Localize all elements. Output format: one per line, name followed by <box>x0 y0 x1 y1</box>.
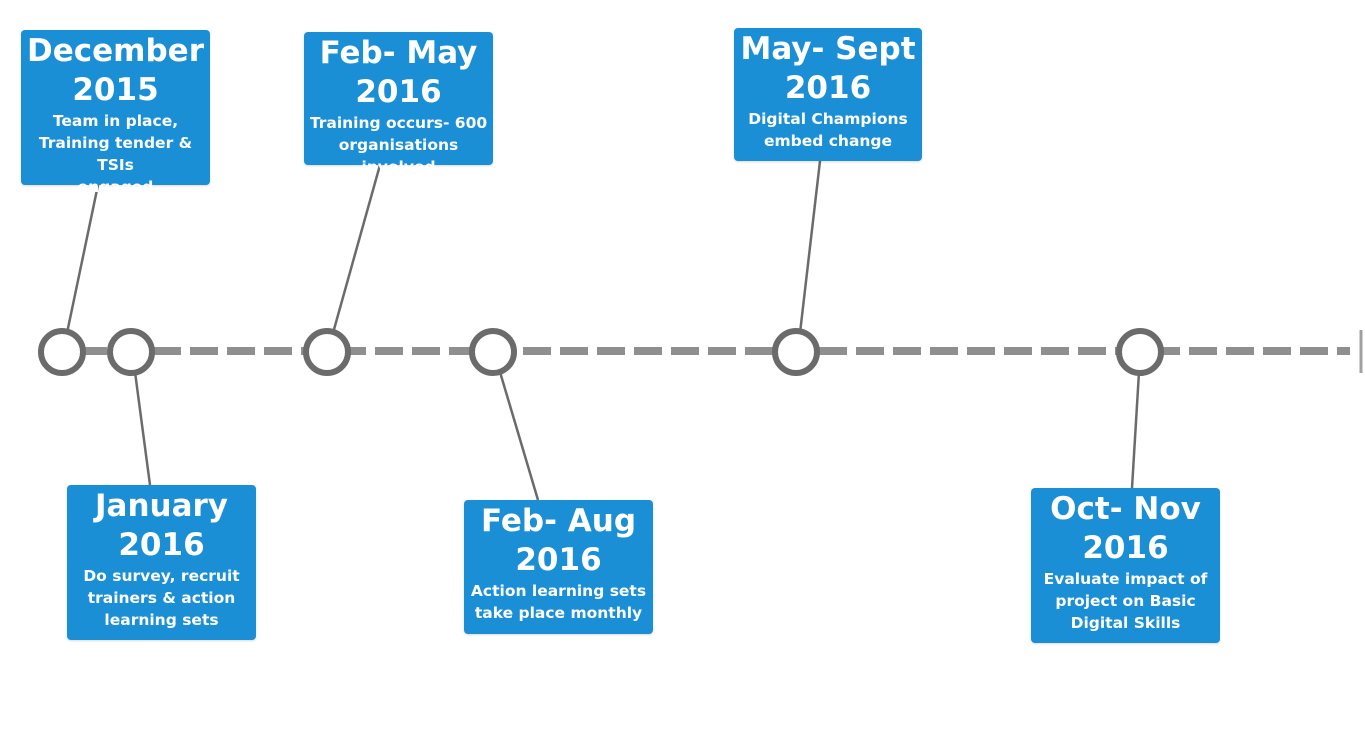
connector-feb-aug-2016 <box>498 371 540 501</box>
event-date: Oct- Nov 2016 <box>1050 491 1201 566</box>
milestone-marker-december-2015 <box>38 328 86 376</box>
event-date: December 2015 <box>27 33 204 108</box>
connector-may-sept-2016 <box>798 160 822 334</box>
milestone-marker-oct-nov-2016 <box>1116 328 1164 376</box>
event-description: Do survey, recruit trainers & action lea… <box>83 567 240 629</box>
event-description: Team in place, Training tender & TSIs en… <box>38 112 193 196</box>
event-date: Feb- Aug 2016 <box>480 503 637 578</box>
milestone-marker-january-2016 <box>107 328 155 376</box>
event-card-feb-may-2016: Feb- May 2016 Training occurs- 600 organ… <box>304 32 493 176</box>
event-card-december-2015: December 2015 Team in place, Training te… <box>21 30 210 196</box>
event-description: Digital Champions embed change <box>748 110 908 150</box>
event-card-oct-nov-2016: Oct- Nov 2016 Evaluate impact of project… <box>1031 488 1220 643</box>
event-date: January 2016 <box>94 488 228 563</box>
connector-oct-nov-2016 <box>1130 371 1141 489</box>
event-date: May- Sept 2016 <box>740 31 916 106</box>
event-card-january-2016: January 2016 Do survey, recruit trainers… <box>67 485 256 640</box>
event-card-feb-aug-2016: Feb- Aug 2016 Action learning sets take … <box>464 500 653 634</box>
event-date: Feb- May 2016 <box>319 35 478 110</box>
milestone-marker-may-sept-2016 <box>772 328 820 376</box>
connector-january-2016 <box>133 371 152 486</box>
connector-feb-may-2016 <box>331 164 382 334</box>
event-card-may-sept-2016: May- Sept 2016 Digital Champions embed c… <box>734 28 922 161</box>
connector-december-2015 <box>65 184 100 334</box>
event-description: Evaluate impact of project on Basic Digi… <box>1043 570 1208 632</box>
milestone-marker-feb-aug-2016 <box>469 328 517 376</box>
event-description: Action learning sets take place monthly <box>470 582 647 622</box>
event-description: Training occurs- 600 organisations invol… <box>309 114 488 176</box>
milestone-marker-feb-may-2016 <box>303 328 351 376</box>
